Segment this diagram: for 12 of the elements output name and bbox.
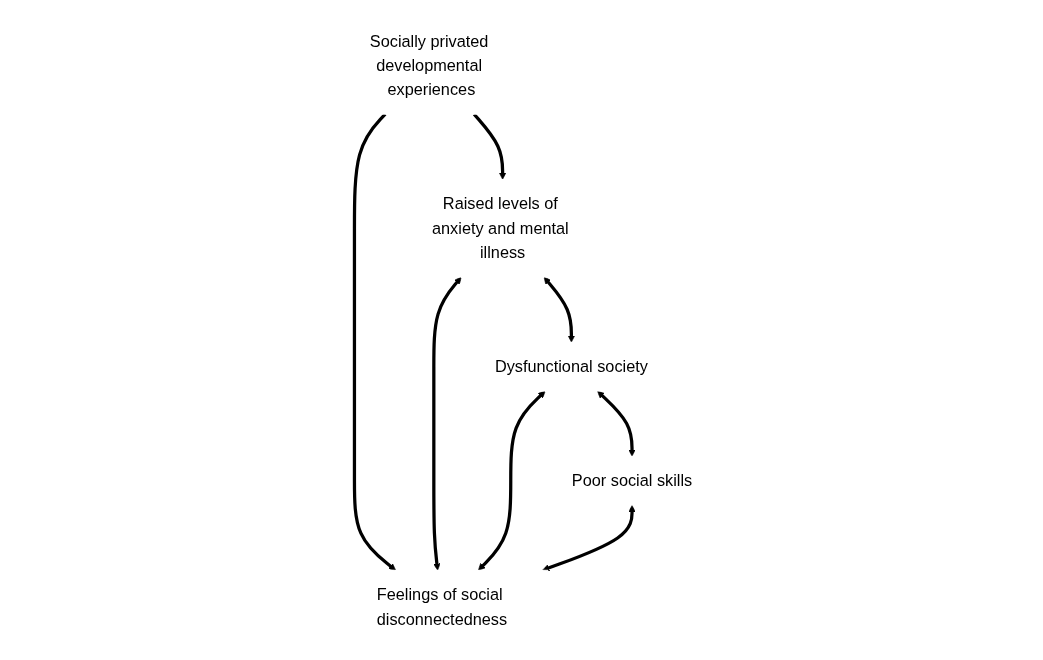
arrow <box>478 390 546 571</box>
arrow <box>353 113 397 571</box>
arrow <box>542 505 636 572</box>
arrow <box>544 277 576 343</box>
arrow <box>473 113 507 180</box>
arrow <box>432 277 462 571</box>
node-text: Raised levels of anxiety and mental illness <box>432 194 570 262</box>
node-text: Poor social skills <box>572 471 693 490</box>
node-text: Dysfunctional society <box>495 357 649 376</box>
node-text: Feelings of social disconnectedness <box>377 585 508 628</box>
node-text: Socially privated developmental experiences <box>370 31 489 99</box>
arrow <box>597 390 636 457</box>
